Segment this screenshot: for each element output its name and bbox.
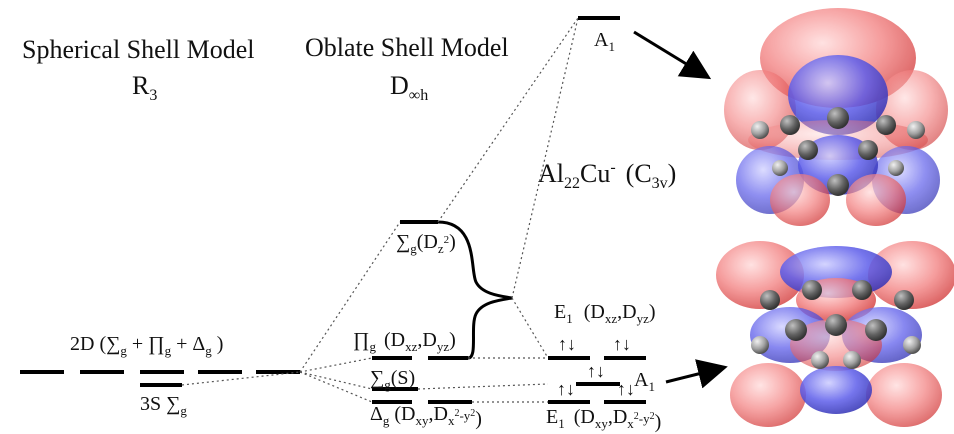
molecule-label: Al22Cu-(C3v) <box>538 159 676 192</box>
e1-upper-label: E1 (Dxz,Dyz) <box>554 301 656 326</box>
arrow-to-top-orbital <box>633 30 712 80</box>
level-2d-label: 2D (∑g + ∏g + Δg ) <box>70 333 223 358</box>
spin-pair-e1-lower-b: ↑↓ <box>617 379 635 399</box>
spin-pair-a1-lower: ↑↓ <box>587 361 605 381</box>
spin-pair-e1-upper-a: ↑↓ <box>558 334 576 354</box>
correlation-lines-right <box>417 17 579 403</box>
spherical-model-title: Spherical Shell Model <box>22 35 255 64</box>
spin-pair-e1-upper-b: ↑↓ <box>613 334 631 354</box>
sigma-dz2-label: ∑g(Dz2) <box>396 231 456 256</box>
delta-label: Δg (Dxy,Dx2-y2) <box>370 403 482 430</box>
pi-dxz-label: ∏g(Dxz,Dyz) <box>353 329 456 354</box>
orbital-image-a1 <box>724 8 948 226</box>
merge-brace <box>437 220 513 360</box>
a1-lower-label: A1 <box>634 369 655 394</box>
e1-lower-label: E1 (Dxy,Dx2-y2) <box>546 406 661 433</box>
oblate-symmetry-label: D∞h <box>390 71 428 104</box>
oblate-model-title: Oblate Shell Model <box>305 33 509 62</box>
correlation-lines-left <box>181 221 401 403</box>
arrow-to-bottom-orbital <box>665 359 728 389</box>
orbital-image-e1 <box>716 241 954 427</box>
spin-pair-e1-lower-a: ↑↓ <box>557 379 575 399</box>
level-3s-label: 3S ∑g <box>140 393 187 418</box>
spherical-symmetry-label: R3 <box>132 71 157 104</box>
a1-top-label: A1 <box>594 29 615 54</box>
sigma-s-label: ∑g(S) <box>370 367 415 392</box>
